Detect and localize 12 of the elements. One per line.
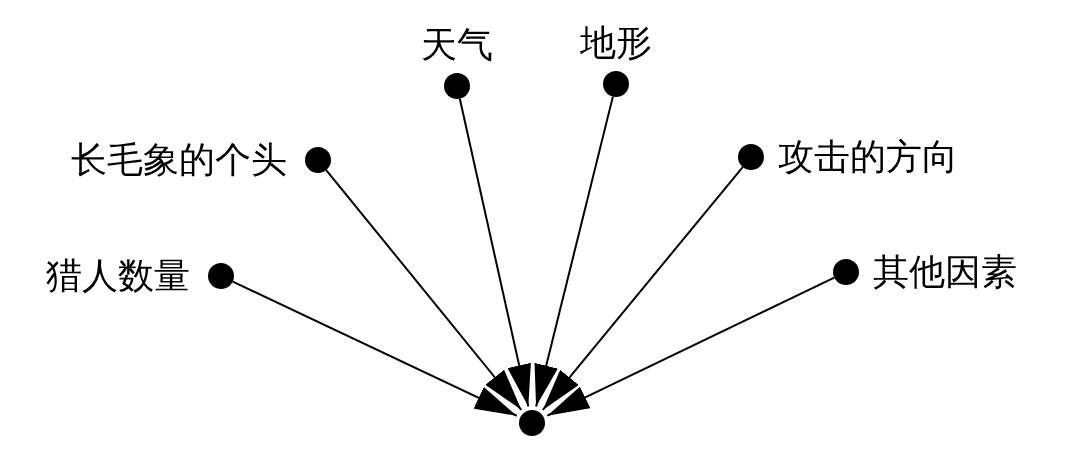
arrow [546, 276, 836, 417]
point-label: 天气 [421, 25, 493, 65]
point-label: 其他因素 [873, 252, 1017, 292]
arrow [541, 166, 744, 411]
arrow [534, 95, 614, 408]
arrow [325, 169, 523, 411]
arrow [231, 280, 518, 417]
point-label: 攻击的方向 [778, 137, 958, 177]
point-label: 猎人数量 [46, 256, 190, 296]
arrow [458, 97, 531, 408]
point-label: 长毛象的个头 [71, 140, 287, 180]
point-label: 地形 [580, 23, 652, 63]
